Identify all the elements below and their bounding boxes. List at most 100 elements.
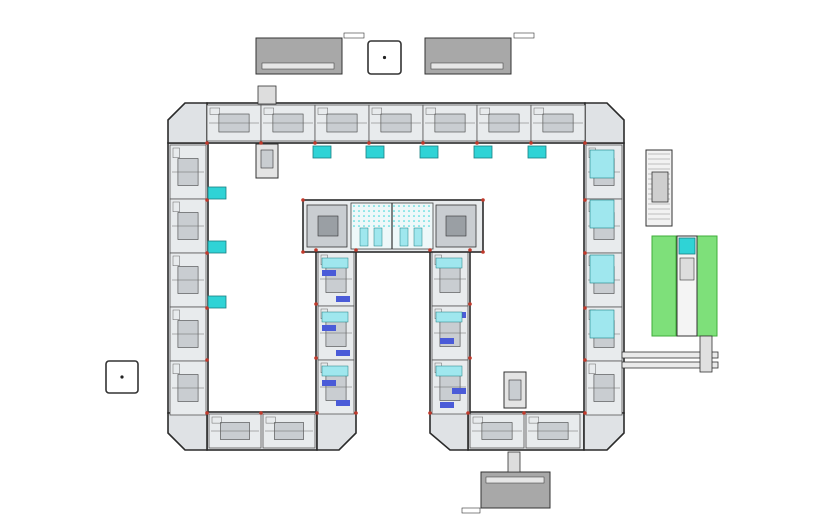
grid-dot — [428, 225, 430, 227]
grid-dot — [413, 215, 415, 217]
grid-dot — [423, 210, 425, 212]
joint-marker — [468, 356, 472, 360]
top-module — [422, 104, 478, 142]
grid-dot — [368, 215, 370, 217]
top-module — [530, 104, 586, 142]
grid-dot — [363, 205, 365, 207]
center-slot — [413, 227, 423, 247]
grid-dot — [373, 210, 375, 212]
grid-dot — [383, 215, 385, 217]
joint-marker — [205, 198, 209, 202]
module-detail — [533, 107, 544, 115]
grid-dot — [368, 205, 370, 207]
joint-marker — [475, 141, 479, 145]
grid-dot — [413, 210, 415, 212]
tray-gripper — [651, 171, 669, 203]
left-module — [169, 144, 207, 200]
grid-dot — [378, 210, 380, 212]
cyan-insert-inner — [435, 365, 463, 377]
joint-marker — [583, 358, 587, 362]
grid-dot — [398, 215, 400, 217]
center-robot-right — [435, 204, 477, 248]
left-module — [169, 306, 207, 362]
cabinet-panel — [430, 62, 504, 70]
grid-dot — [358, 210, 360, 212]
grid-dot — [428, 215, 430, 217]
module-detail — [265, 416, 276, 424]
grid-dot — [353, 220, 355, 222]
robot-cell-core — [508, 379, 522, 401]
joint-marker — [205, 358, 209, 362]
grid-dot — [418, 210, 420, 212]
bottom-left-module — [208, 413, 262, 449]
joint-marker — [313, 141, 317, 145]
blue-fixture — [336, 400, 350, 406]
transfer-line — [621, 361, 719, 369]
external-equipment — [105, 32, 719, 514]
joint-marker — [301, 198, 305, 202]
module-detail — [263, 107, 274, 115]
corner-bottom-left — [167, 412, 208, 451]
cyan-insert-right — [589, 254, 615, 284]
joint-marker — [314, 302, 318, 306]
top-module — [206, 104, 262, 142]
blue-fixture — [322, 270, 336, 276]
joint-marker — [259, 411, 263, 415]
grid-dot — [383, 210, 385, 212]
grid-dot — [358, 225, 360, 227]
grid-dot — [358, 215, 360, 217]
grid-dot — [378, 205, 380, 207]
left-module — [169, 198, 207, 254]
grid-dot — [423, 215, 425, 217]
grid-dot — [398, 225, 400, 227]
left-module — [169, 252, 207, 308]
joint-marker — [315, 411, 319, 415]
top-module — [260, 104, 316, 142]
cabinet-tag — [461, 507, 481, 514]
conveyor-carrier — [679, 257, 695, 281]
grid-dot — [393, 225, 395, 227]
joint-marker — [583, 198, 587, 202]
transfer-riser — [699, 335, 713, 373]
grid-dot — [428, 205, 430, 207]
grid-dot — [388, 225, 390, 227]
cyan-station-left — [207, 186, 227, 200]
blue-fixture — [322, 380, 336, 386]
joint-marker — [367, 141, 371, 145]
grid-dot — [408, 220, 410, 222]
cabinet-tag — [513, 32, 535, 39]
grid-dot — [388, 215, 390, 217]
grid-dot — [408, 205, 410, 207]
cyan-station-top — [527, 145, 547, 159]
grid-dot — [408, 210, 410, 212]
green-conveyor-left — [651, 235, 677, 337]
joint-marker — [529, 141, 533, 145]
module-detail — [371, 107, 382, 115]
cyan-insert-inner — [321, 311, 349, 323]
module-detail — [172, 147, 180, 158]
joint-marker — [481, 250, 485, 254]
joint-marker — [421, 141, 425, 145]
grid-dot — [418, 225, 420, 227]
cyan-station-top — [312, 145, 332, 159]
blue-fixture — [336, 350, 350, 356]
grid-dot — [368, 210, 370, 212]
bottom-left-module — [262, 413, 316, 449]
grid-dot — [378, 220, 380, 222]
joint-marker — [428, 248, 432, 252]
cyan-insert-right — [589, 199, 615, 229]
outer-loop-frame — [167, 102, 625, 451]
module-detail — [211, 416, 222, 424]
module-detail — [172, 363, 180, 374]
joint-marker — [205, 411, 209, 415]
grid-dot — [393, 205, 395, 207]
grid-dot — [388, 210, 390, 212]
cyan-station-left — [207, 295, 227, 309]
grid-dot — [423, 225, 425, 227]
module-detail — [172, 255, 180, 266]
grid-dot — [403, 225, 405, 227]
grid-dot — [353, 225, 355, 227]
grid-dot — [353, 215, 355, 217]
